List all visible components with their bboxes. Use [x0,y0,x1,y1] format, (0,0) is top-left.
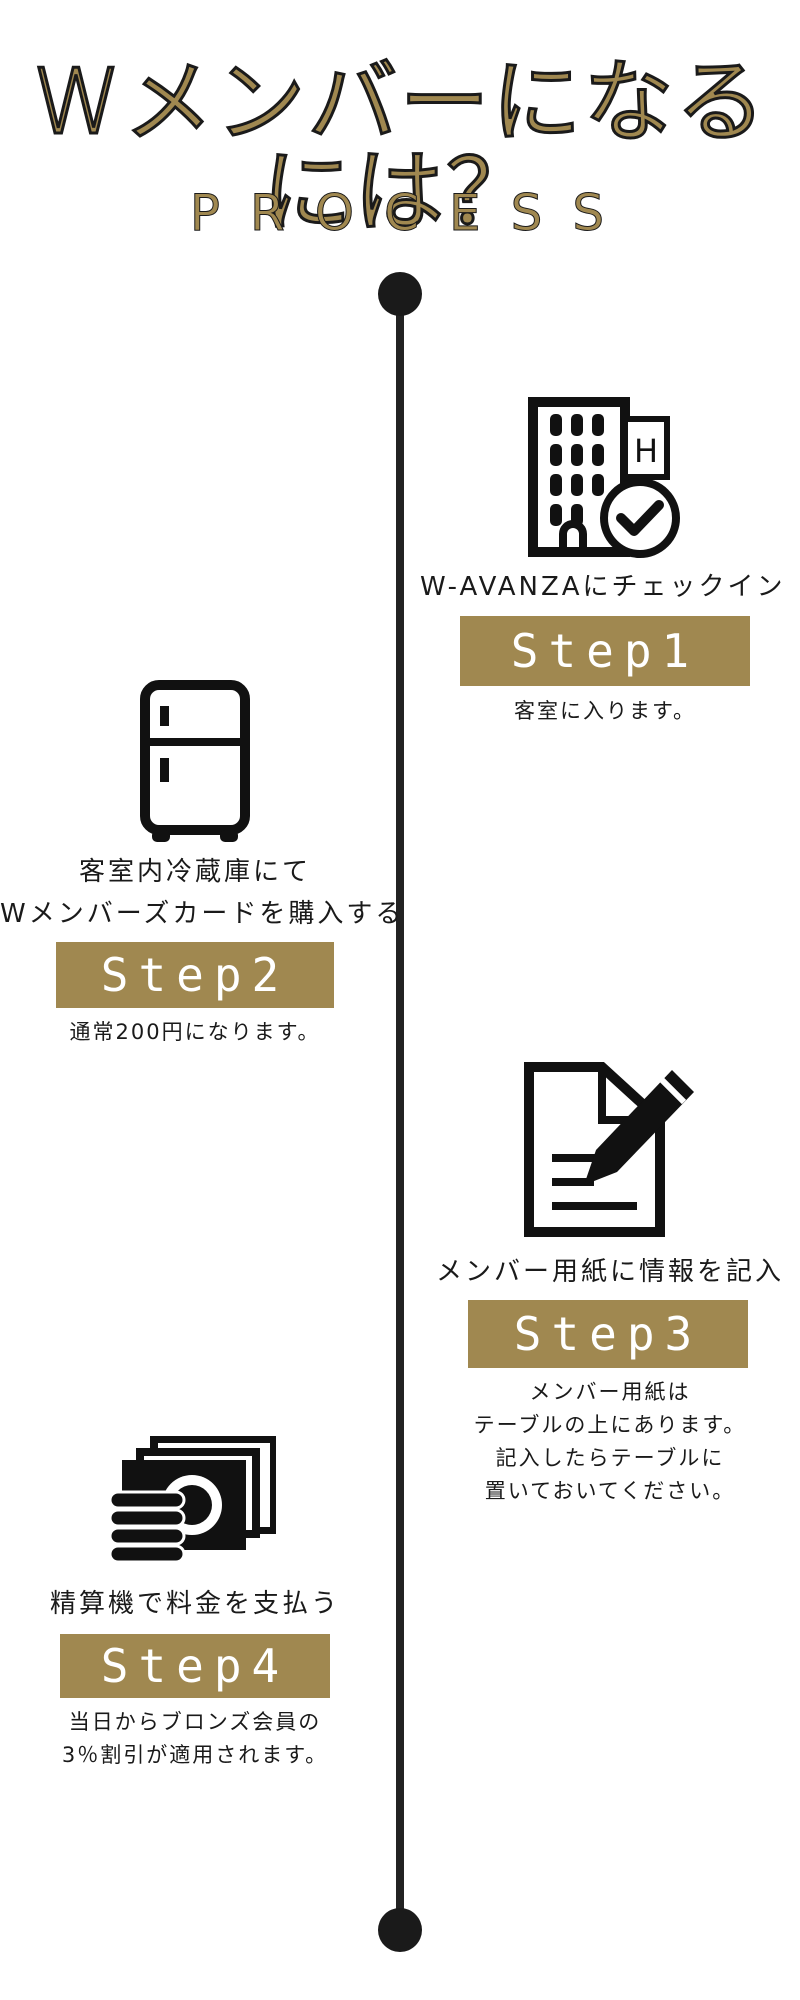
timeline-start-dot [378,272,422,316]
step3-description-line2: テーブルの上にあります。 [473,1413,747,1437]
step1-description: 客室に入ります。 [514,699,696,723]
step4-label: Step4 [60,1634,330,1698]
form-pen-icon [522,1060,702,1240]
step2-description: 通常200円になります。 [69,1020,321,1044]
step1-heading: W-AVANZAにチェックイン [420,572,786,602]
timeline-end-dot [378,1908,422,1952]
cash-coins-icon [108,1432,280,1572]
timeline-line [396,290,404,1930]
step4-description-line2: 3％割引が適用されます。 [61,1743,329,1767]
step3-description-line3: 記入したらテーブルに [495,1446,725,1470]
step4-description-line1: 当日からブロンズ会員の [68,1710,322,1734]
step3-heading: メンバー用紙に情報を記入 [435,1257,784,1287]
step3-description-line4: 置いておいてください。 [484,1479,736,1503]
step1-label: Step1 [460,616,750,686]
page-title: Wメンバーになるには？ [31,50,768,245]
step2-label: Step2 [56,942,334,1008]
page-subtitle: PROCESS [189,184,635,242]
svg-text:H: H [634,432,658,470]
hotel-checkin-icon: H [525,394,685,564]
step4-heading: 精算機で料金を支払う [49,1589,340,1619]
step3-description-line1: メンバー用紙は [529,1380,691,1404]
step2-heading-line2: Wメンバーズカードを購入する [0,899,405,929]
step2-heading-line1: 客室内冷蔵庫にて [78,857,311,887]
refrigerator-icon [140,680,250,845]
step3-label: Step3 [468,1300,748,1368]
